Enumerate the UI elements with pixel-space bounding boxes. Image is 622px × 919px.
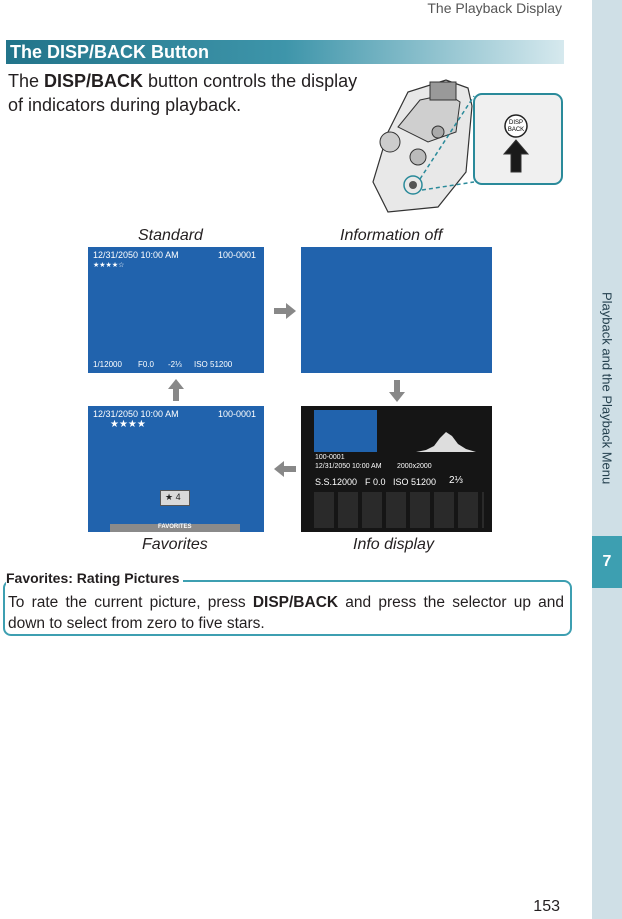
shutter-speed: 1/12000 (93, 360, 122, 369)
intro-text: The (8, 71, 45, 91)
iso: ISO 51200 (194, 360, 233, 369)
frame-number: 100-0001 (315, 454, 345, 461)
datetime: 12/31/2050 10:00 AM (315, 463, 382, 470)
favorites-screen: 12/31/2050 10:00 AM 100-0001 ★★★★ ★ 4 FA… (88, 406, 264, 532)
caption-info-display: Info display (353, 536, 434, 553)
settings-grid (314, 492, 484, 528)
note-text-part: and press the selector up and down to se… (8, 594, 565, 632)
iso-value: 51200 (411, 477, 437, 487)
datetime: 12/31/2050 10:00 AM (93, 409, 179, 419)
favorites-label: FAVORITES (158, 524, 192, 530)
button-label-back: BACK (508, 127, 524, 133)
section-header: The DISP/BACK Button (6, 40, 564, 64)
camera-illustration: DISP BACK (372, 79, 563, 213)
side-tab: Playback and the Playback Menu 7 (592, 0, 622, 919)
chapter-label: Playback and the Playback Menu (599, 292, 615, 485)
arrow-down-icon (389, 380, 405, 402)
iso: ISO 51200 (393, 477, 436, 487)
note-text-part: To rate the current picture, press (8, 594, 253, 611)
arrow-right-icon (274, 303, 296, 319)
frame-number: 100-0001 (217, 409, 256, 419)
button-name: DISP/BACK (252, 594, 339, 611)
page-number: 153 (533, 898, 560, 915)
favorites-bar: FAVORITES (110, 524, 240, 532)
caption-standard: Standard (138, 227, 203, 244)
aperture: F0.0 (138, 360, 155, 369)
shutter-speed-label: S.S. (315, 477, 333, 487)
exposure-comp: -2⅓ (168, 360, 182, 369)
chapter-number: 7 (592, 536, 622, 588)
shutter-speed-value: 12000 (332, 477, 358, 487)
running-head: The Playback Display (427, 0, 562, 16)
thumbnail (314, 410, 377, 452)
note-title: Favorites: Rating Pictures (6, 570, 183, 586)
button-label-disp: DISP (509, 120, 523, 126)
rating-stars: ★★★★ (110, 419, 146, 430)
image-size: 2000x2000 (397, 463, 432, 470)
iso-label: ISO (393, 477, 409, 487)
info-display-screen: 100-0001 12/31/2050 10:00 AM 2000x2000 S… (301, 406, 492, 532)
rating-selector: ★ 4 (160, 490, 190, 506)
arrow-left-icon (274, 461, 296, 477)
note-text: To rate the current picture, press DISP/… (8, 592, 564, 634)
datetime: 12/31/2050 10:00 AM (93, 250, 179, 260)
section-title: The DISP/BACK Button (10, 42, 209, 62)
caption-info-off: Information off (340, 227, 443, 244)
histogram (416, 432, 476, 452)
intro-text: button controls the display of indicator… (8, 71, 358, 115)
caption-favorites: Favorites (142, 536, 208, 553)
button-name: DISP/BACK (44, 71, 144, 91)
rating-value: ★ 4 (165, 492, 181, 502)
aperture: F 0.0 (365, 477, 386, 487)
aperture-label: F (365, 477, 371, 487)
arrow-up-icon (168, 379, 184, 401)
info-off-screen (301, 247, 492, 373)
rating-stars: ★★★★☆ (93, 262, 125, 269)
shutter-speed: S.S.12000 (315, 477, 357, 487)
intro-paragraph: The DISP/BACK button controls the displa… (8, 69, 373, 117)
standard-screen: 12/31/2050 10:00 AM 100-0001 ★★★★☆ 1/120… (88, 247, 264, 373)
aperture-value: 0.0 (373, 477, 386, 487)
note-box (3, 580, 572, 636)
exposure-comp: 2⅓ (449, 475, 463, 486)
frame-number: 100-0001 (217, 250, 256, 260)
